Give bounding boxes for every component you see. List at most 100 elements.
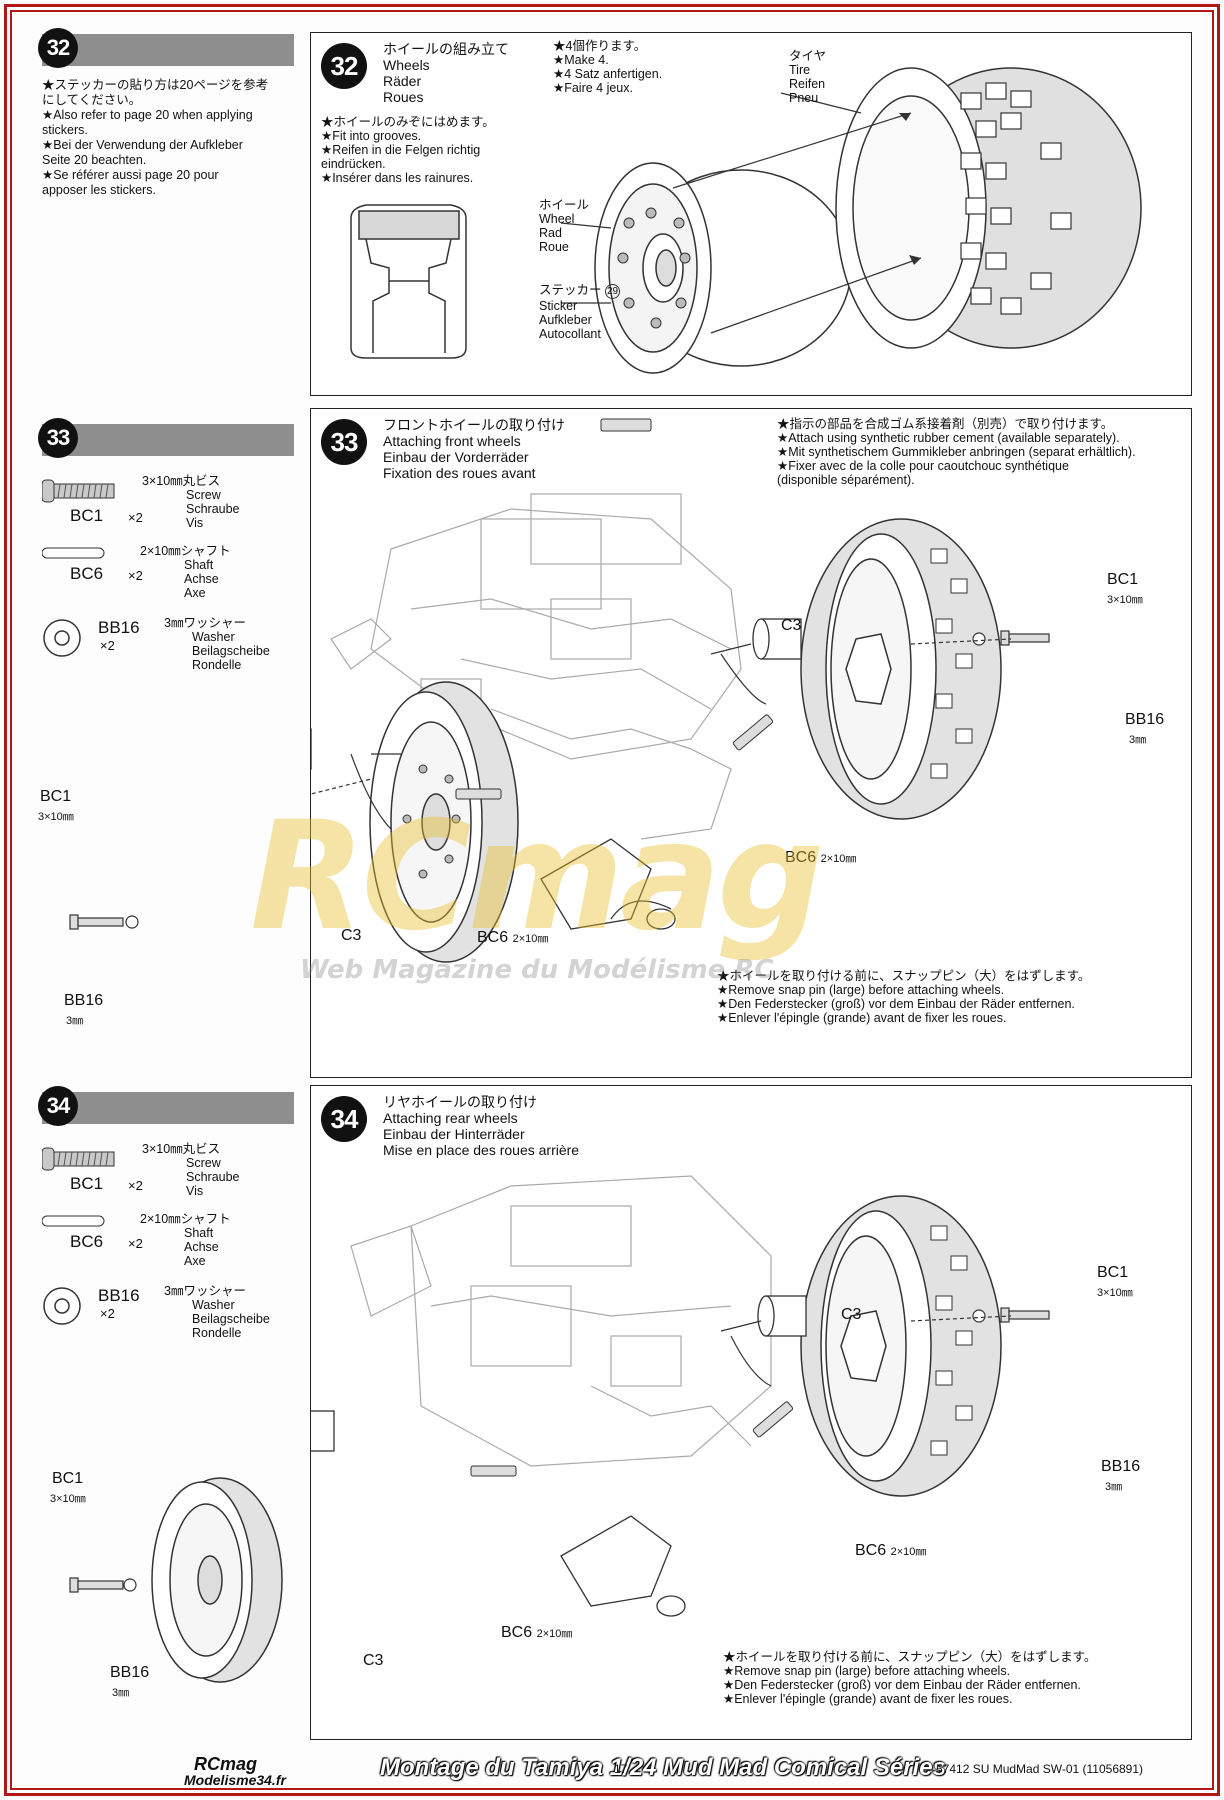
title-en: Attaching rear wheels [383,1110,518,1126]
part-code: BC6 [70,564,104,583]
wheel-label: ホイール Wheel Rad Roue [539,198,589,254]
footer-caption: Montage du Tamiya 1/24 Mud Mad Comical S… [380,1754,946,1781]
part-bc1: BC1 ×2 3×10㎜丸ビス Screw Schraube Vis [42,472,294,542]
part-dim: 3㎜ワッシャー [164,1284,246,1298]
label-bc6: BC6 2×10㎜ [785,849,856,867]
note-line: stickers. [42,123,88,137]
note-line: ★4 Satz anfertigen. [553,67,663,81]
note-line: ★ホイールを取り付ける前に、スナップピン（大）をはずします。 [723,1650,1097,1664]
note-line: にしてください。 [42,93,142,107]
tire-de: Reifen [789,77,826,91]
label-bc6-left: BC6 2×10㎜ [477,929,548,947]
front-left-screw-illustration [69,914,139,930]
step-number-badge: 33 [321,419,367,465]
title-de: Räder [383,73,422,89]
part-en: Washer [192,630,235,644]
rear-wheel-illustration [311,1175,1050,1617]
note-line: ★Insérer dans les rainures. [321,171,474,185]
footer-code: 57412 SU MudMad SW-01 (11056891) [936,1762,1144,1776]
page-number: 17 [614,1762,628,1776]
sticker-label: ステッカー 29 Sticker Aufkleber Autocollant [539,283,620,341]
side-step-34: 34 BC1 ×2 3×10㎜丸ビス Screw Schraube Vis BC… [38,1086,294,1352]
part-bb16: BB16 ×2 3㎜ワッシャー Washer Beilagscheibe Ron… [42,616,294,686]
part-bc1: BC1 ×2 3×10㎜丸ビス Screw Schraube Vis [42,1140,294,1210]
sticker-number-badge: 29 [605,284,620,299]
rcmag-watermark-logo: RCmag [250,790,824,964]
title-fr: Roues [383,89,424,105]
part-de: Achse [184,572,219,586]
note-line: ★Se référer aussi page 20 pour [42,168,219,182]
shaft-icon [42,547,105,559]
side-step-header: 34 [38,1086,294,1126]
part-en: Shaft [184,1226,214,1240]
part-code: BC6 [70,1232,104,1251]
part-qty: ×2 [128,510,143,525]
step-title: リヤホイールの取り付け Attaching rear wheels Einbau… [383,1094,579,1158]
sticker-fr: Autocollant [539,327,601,341]
label-bc1-dim: 3×10㎜ [1097,1287,1133,1299]
note-line: apposer les stickers. [42,183,156,197]
inner-frame [10,10,1214,1790]
label-bc1: BC1 [1107,571,1139,588]
bc6-dim: 2×10㎜ [820,853,857,865]
bc6-dim: 2×10㎜ [536,1628,573,1640]
label-c3: C3 [781,617,802,634]
part-fr: Axe [184,1254,206,1268]
wheel-jp: ホイール [539,198,590,212]
note-line: ★指示の部品を合成ゴム系接着剤（別売）で取り付けます。 [777,417,1114,431]
screw-icon [42,479,115,503]
title-fr: Mise en place des roues arrière [383,1142,580,1158]
note-line: ★Den Federstecker (groß) vor dem Einbau … [723,1678,1081,1692]
grooves-note: ★ホイールのみぞにはめます。 ★Fit into grooves. ★Reife… [321,115,495,185]
rear-left-wheel-illustration [151,1477,283,1683]
panel-step-33: 33 フロントホイールの取り付け Attaching front wheels … [310,408,1192,1078]
note-line: ★Fixer avec de la colle pour caoutchouc … [777,459,1069,473]
part-fr: Rondelle [192,658,242,672]
part-en: Screw [186,488,221,502]
part-dim: 2×10㎜シャフト [140,1212,231,1226]
washer-icon [43,619,81,657]
part-de: Schraube [186,1170,240,1184]
label-bb16-left-dim: 3㎜ [112,1687,130,1699]
note-line: ★Mit synthetischem Gummikleber anbringen… [777,445,1136,459]
title-fr: Fixation des roues avant [383,465,536,481]
step-title: フロントホイールの取り付け Attaching front wheels Ein… [383,417,565,481]
bc6-dim: 2×10㎜ [890,1546,927,1558]
note-line: ★Remove snap pin (large) before attachin… [723,1664,1011,1678]
part-code: BC1 [70,1174,104,1193]
footer-site: Modelisme34.fr [184,1772,286,1788]
part-bc6: BC6 ×2 2×10㎜シャフト Shaft Achse Axe [42,1212,294,1282]
label-bc1: BC1 [1097,1264,1129,1281]
footer-brand: RCmag [194,1754,258,1774]
label-bb16-left-dim: 3㎜ [66,1015,84,1027]
note-line: ★ステッカーの貼り方は20ページを参考 [42,78,269,92]
part-en: Screw [186,1156,221,1170]
shaft-icon [42,1215,105,1227]
label-bb16-left: BB16 [64,992,104,1009]
side-step-header: 33 [38,418,294,458]
note-line: ★Faire 4 jeux. [553,81,633,95]
part-code: BB16 [98,1286,140,1305]
label-bb16-left: BB16 [110,1664,150,1681]
sticker-note: ★ステッカーの貼り方は20ページを参考 にしてください。 ★Also refer… [42,78,294,198]
snap-pin-note: ★ホイールを取り付ける前に、スナップピン（大）をはずします。 ★Remove s… [723,1650,1096,1706]
note-line: eindrücken. [321,157,386,171]
label-bc6-left: BC6 2×10㎜ [501,1624,572,1642]
title-jp: フロントホイールの取り付け [383,417,565,433]
note-line: ★Fit into grooves. [321,129,422,143]
part-code: BC1 [70,506,104,525]
bc6-code: BC6 [477,929,509,946]
washer-icon [43,1287,81,1325]
note-line: ★Enlever l'épingle (grande) avant de fix… [717,1011,1007,1025]
part-de: Schraube [186,502,240,516]
part-de: Achse [184,1240,219,1254]
note-line: ★4個作ります。 [553,39,647,53]
side-step-33: 33 BC1 ×2 3×10㎜丸ビス Screw Schraube Vis BC… [38,418,294,686]
part-qty: ×2 [128,1236,143,1251]
outer-frame [4,4,1220,1796]
title-jp: ホイールの組み立て [383,41,509,57]
step-number-badge: 34 [38,1086,78,1126]
note-line: ★Also refer to page 20 when applying [42,108,253,122]
label-bc6: BC6 2×10㎜ [855,1542,926,1560]
part-qty: ×2 [128,1178,143,1193]
